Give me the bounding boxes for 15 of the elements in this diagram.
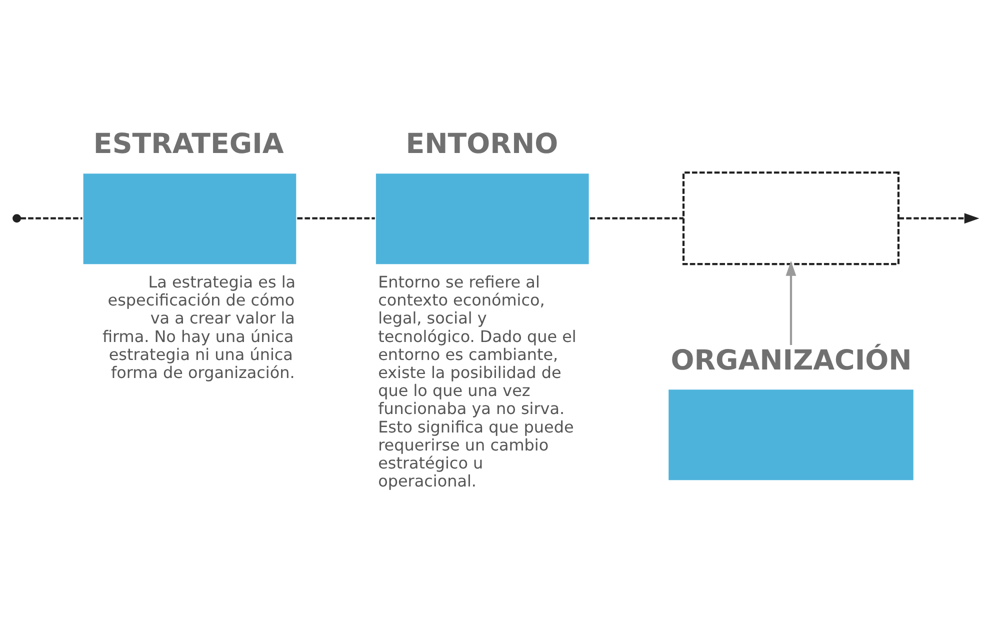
- node-label: Entorno se refiere al contexto económico, legal, social y tecnológico. Dado que el entorno es cambiante, existe la posibilidad de que lo que una vez funcionaba ya no sirva. Esto significa que puede requerirse un cambio estratégico u operacional.: [378, 272, 576, 491]
- node-label: ESTRATEGIA: [93, 127, 284, 160]
- node-box: [376, 174, 589, 264]
- connector: [20, 217, 82, 220]
- arrow: [786, 260, 796, 345]
- arrow: [898, 213, 980, 224]
- node-label: La estrategia es la especificación de cómo va a crear valor la firma. No hay una única estrategia ni una única forma de organización.: [102, 272, 296, 382]
- node-box: [83, 174, 296, 264]
- node-circle: [12, 214, 22, 223]
- node-box: [682, 172, 900, 266]
- node-box: [668, 390, 914, 480]
- node-label: ENTORNO: [406, 127, 558, 160]
- connector: [297, 217, 375, 220]
- connector: [590, 217, 684, 220]
- node-label: ORGANIZACIÓN: [670, 343, 912, 376]
